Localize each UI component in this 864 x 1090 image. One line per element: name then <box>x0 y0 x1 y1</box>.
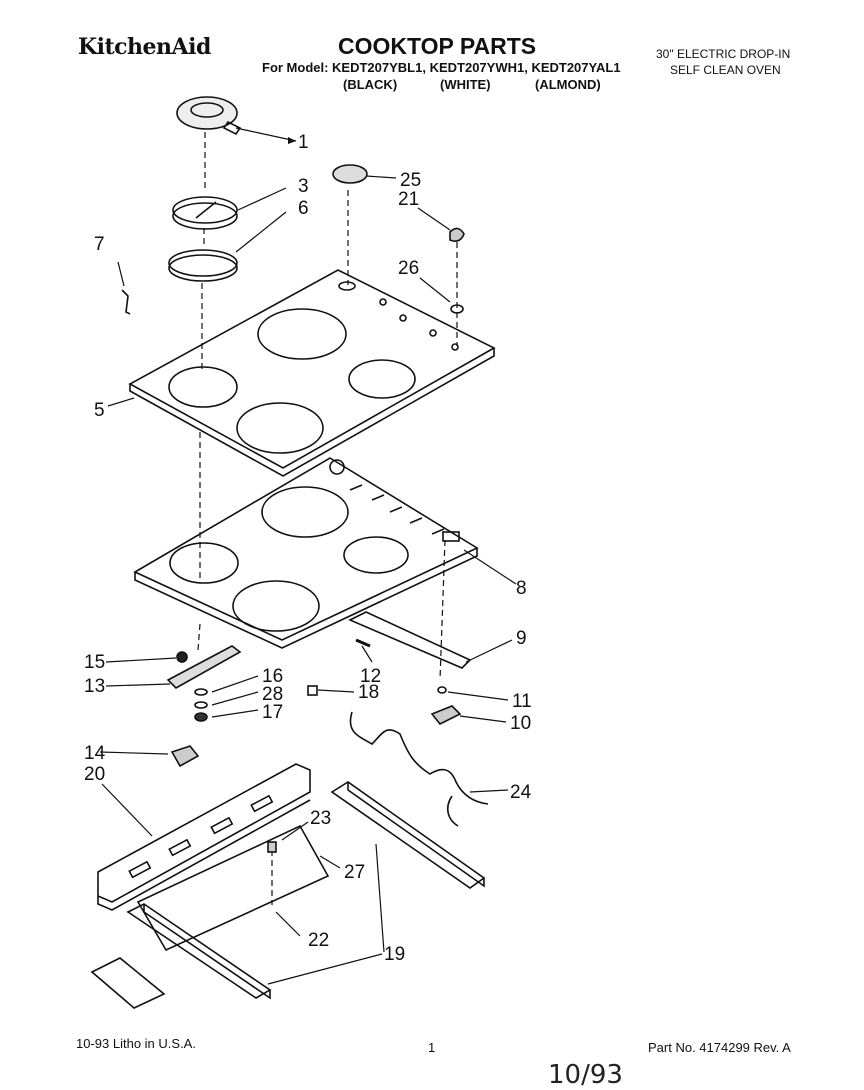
page-title: COOKTOP PARTS <box>338 33 537 59</box>
cooktop-frame-part <box>133 457 479 649</box>
litho-note: 10-93 Litho in U.S.A. <box>76 1036 196 1051</box>
washer-17-part <box>194 712 208 722</box>
assembly-lines <box>197 132 458 905</box>
wire-harness-part <box>349 711 489 805</box>
switch-14-part <box>170 745 200 768</box>
callout-5: 5 <box>94 400 105 421</box>
washer-part <box>450 304 464 314</box>
washer-16-part <box>194 688 208 696</box>
bushing-part <box>307 685 318 696</box>
callout-7: 7 <box>94 234 105 255</box>
model-list: For Model: KEDT207YBL1, KEDT207YWH1, KED… <box>262 60 621 75</box>
callout-6: 6 <box>298 198 309 219</box>
callout-1: 1 <box>298 132 309 153</box>
knob-part <box>332 164 368 184</box>
leader-lines <box>99 127 517 985</box>
callout-25: 25 <box>400 170 421 191</box>
wire-lead-part <box>446 795 459 827</box>
switch-bracket-part <box>166 645 242 689</box>
bracket-part <box>348 611 472 669</box>
side-panel-part <box>126 781 486 1000</box>
part-number: Part No. 4174299 Rev. A <box>648 1040 791 1055</box>
callout-16: 16 <box>262 666 283 687</box>
plate-part <box>136 824 330 952</box>
callout-3: 3 <box>298 176 309 197</box>
callout-20: 20 <box>84 764 105 785</box>
variant-almond: (ALMOND) <box>535 77 601 92</box>
callout-21: 21 <box>398 189 419 210</box>
rear-panel-part <box>97 763 311 911</box>
clip-part <box>121 289 131 315</box>
callout-26: 26 <box>398 258 419 279</box>
callout-27: 27 <box>344 862 365 883</box>
washer-28-part <box>194 701 208 709</box>
handwritten-date: 10/93 <box>548 1060 623 1090</box>
callout-23: 23 <box>310 808 331 829</box>
callout-10: 10 <box>510 713 531 734</box>
callout-22: 22 <box>308 930 329 951</box>
callout-12: 12 <box>360 666 381 687</box>
callout-13: 13 <box>84 676 105 697</box>
page-number: 1 <box>428 1040 436 1055</box>
callout-8: 8 <box>516 578 527 599</box>
callout-19: 19 <box>384 944 405 965</box>
lower-rail-part <box>90 957 166 1009</box>
switch-10-part <box>430 705 462 726</box>
variant-black: (BLACK) <box>343 77 398 92</box>
cooktop-glass-part <box>128 269 496 477</box>
variant-white: (WHITE) <box>440 77 491 92</box>
nut-part <box>176 651 188 663</box>
ring-part <box>437 686 447 694</box>
product-description-line1: 30" ELECTRIC DROP-IN <box>656 47 791 61</box>
surface-element-part <box>176 96 242 136</box>
screw-part <box>355 638 371 648</box>
callout-28: 28 <box>262 684 283 705</box>
brand-logo: KitchenAid <box>78 34 211 60</box>
clip-23-part <box>267 841 277 853</box>
callout-17: 17 <box>262 702 283 723</box>
callout-18: 18 <box>358 682 379 703</box>
product-description-line2: SELF CLEAN OVEN <box>670 63 781 77</box>
callout-11: 11 <box>512 691 532 712</box>
element-ring-parts <box>168 196 238 282</box>
callout-24: 24 <box>510 782 532 803</box>
callout-14: 14 <box>84 743 106 764</box>
callout-15: 15 <box>84 652 105 673</box>
switch-part <box>449 227 465 242</box>
callout-9: 9 <box>516 628 527 649</box>
